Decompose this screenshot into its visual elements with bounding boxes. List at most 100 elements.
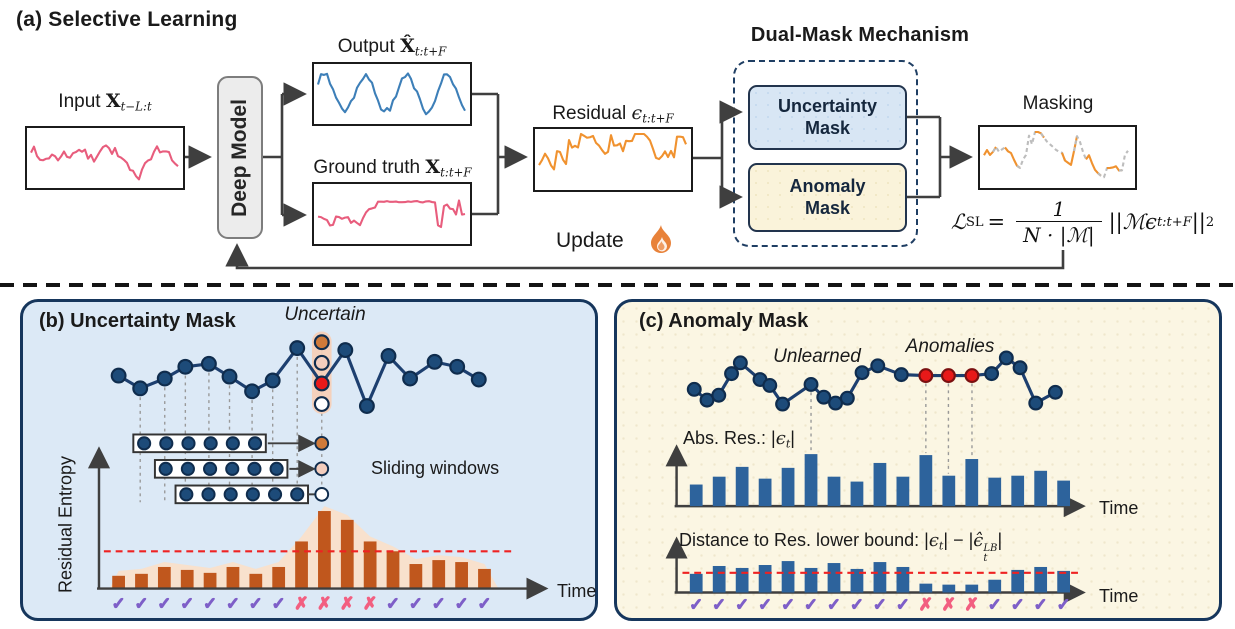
series-point xyxy=(337,342,354,359)
window-dot xyxy=(137,436,152,451)
mask-keep-check: ✓ xyxy=(180,594,194,613)
window-dot xyxy=(201,487,216,502)
mask-drop-x: ✗ xyxy=(919,595,933,614)
mask-keep-check: ✓ xyxy=(226,594,240,613)
absres-bar xyxy=(1057,480,1071,507)
output-series-box xyxy=(312,62,472,126)
series-point xyxy=(221,368,238,385)
mask-keep-check: ✓ xyxy=(1011,595,1025,614)
series-point xyxy=(984,366,1000,382)
series-point xyxy=(893,367,909,383)
window-dot xyxy=(247,436,263,451)
absres-bar xyxy=(896,476,910,507)
formula-fraction: 1 N · |ℳ| xyxy=(1016,197,1102,247)
output-waveform xyxy=(316,72,466,116)
window-dot xyxy=(245,487,260,502)
mask-drop-x: ✗ xyxy=(965,595,979,614)
window-dot xyxy=(179,487,194,502)
distance-bar xyxy=(988,579,1002,593)
residual-series-box xyxy=(533,127,693,192)
absres-bar xyxy=(988,477,1002,507)
distance-bar xyxy=(712,565,726,593)
series-point xyxy=(1012,360,1028,376)
input-label: Input Xt−L:t xyxy=(58,90,152,114)
distance-bar xyxy=(827,563,841,593)
residual-entropy-axis-label: Residual Entropy xyxy=(55,455,76,594)
entropy-bar xyxy=(386,551,400,589)
masking-series-box xyxy=(978,125,1137,190)
distance-bar xyxy=(1011,569,1025,593)
masked-dropped-segment xyxy=(1016,130,1038,169)
series-point xyxy=(402,370,419,387)
distance-bar xyxy=(781,561,795,593)
window-dot xyxy=(158,461,173,476)
mask-keep-check: ✓ xyxy=(689,595,703,614)
unlearned-label: Unlearned xyxy=(773,346,861,367)
distance-bar xyxy=(758,565,772,593)
window-output-dot xyxy=(314,435,330,451)
candidate-point xyxy=(313,334,330,351)
series-point xyxy=(289,340,306,357)
series-point xyxy=(686,381,702,397)
entropy-bar xyxy=(203,572,217,589)
uncertain-highlight-band xyxy=(311,331,332,414)
series-point xyxy=(470,371,487,388)
mask-keep-check: ✓ xyxy=(1057,595,1071,614)
distance-bar xyxy=(1057,570,1071,593)
mask-keep-check: ✓ xyxy=(455,594,469,613)
panel-c-title: (c) Anomaly Mask xyxy=(639,310,809,332)
uncertainty-mask-line2: Mask xyxy=(804,117,851,138)
window-dot xyxy=(267,487,283,502)
absres-bar xyxy=(735,466,749,507)
panel-c-time2-label: Time xyxy=(1099,586,1139,606)
mask-keep-check: ✓ xyxy=(712,595,726,614)
masked-dropped-segment xyxy=(1118,150,1129,172)
window-dot xyxy=(290,487,305,502)
sliding-window-box xyxy=(132,433,267,454)
distance-bar xyxy=(919,583,933,593)
masking-series xyxy=(983,130,1129,179)
sliding-windows-label: Sliding windows xyxy=(371,458,500,478)
absres-bar xyxy=(919,455,933,507)
uncertainty-mask-line1: Uncertainty xyxy=(777,95,878,116)
entropy-bar xyxy=(157,566,171,589)
dual-mask-title: Dual-Mask Mechanism xyxy=(750,24,970,46)
entropy-bar xyxy=(409,564,423,589)
anomaly-mask-line1: Anomaly xyxy=(789,175,866,196)
mask-keep-check: ✓ xyxy=(432,594,446,613)
mask-keep-check: ✓ xyxy=(203,594,217,613)
distance-label: Distance to Res. lower bound: |ϵt| − |ϵ̂… xyxy=(679,530,1003,564)
mask-keep-check: ✓ xyxy=(134,594,148,613)
window-dot xyxy=(203,461,218,476)
series-point xyxy=(380,348,397,364)
distance-bar xyxy=(689,573,703,593)
entropy-bar xyxy=(455,562,468,589)
mask-keep-check: ✓ xyxy=(896,595,910,614)
mask-drop-x: ✗ xyxy=(295,594,309,613)
residual-waveform xyxy=(538,132,687,171)
sliding-window-box xyxy=(174,484,309,505)
output-label: Output X̂t:t+F xyxy=(337,35,447,59)
series-point xyxy=(110,367,127,384)
series-point xyxy=(839,390,855,406)
distance-bar xyxy=(735,567,749,593)
mask-keep-check: ✓ xyxy=(758,595,772,614)
panel-b-time-label: Time xyxy=(557,581,597,601)
ground-truth-label: Ground truth Xt:t+F xyxy=(313,156,472,180)
input-waveform xyxy=(30,144,179,181)
entropy-bar xyxy=(432,560,446,589)
entropy-bar xyxy=(340,519,354,589)
series-point xyxy=(1047,384,1063,400)
series-point xyxy=(803,376,819,392)
window-dot xyxy=(180,461,195,476)
anomaly-point xyxy=(918,368,934,384)
series-point xyxy=(449,358,466,375)
series-point xyxy=(775,396,791,412)
series-point xyxy=(177,358,194,375)
series-point xyxy=(762,377,778,393)
series-point xyxy=(724,366,739,382)
absres-bar xyxy=(1011,475,1025,507)
window-dot xyxy=(159,436,174,451)
series-point xyxy=(870,358,886,374)
anomaly-point xyxy=(964,368,980,384)
